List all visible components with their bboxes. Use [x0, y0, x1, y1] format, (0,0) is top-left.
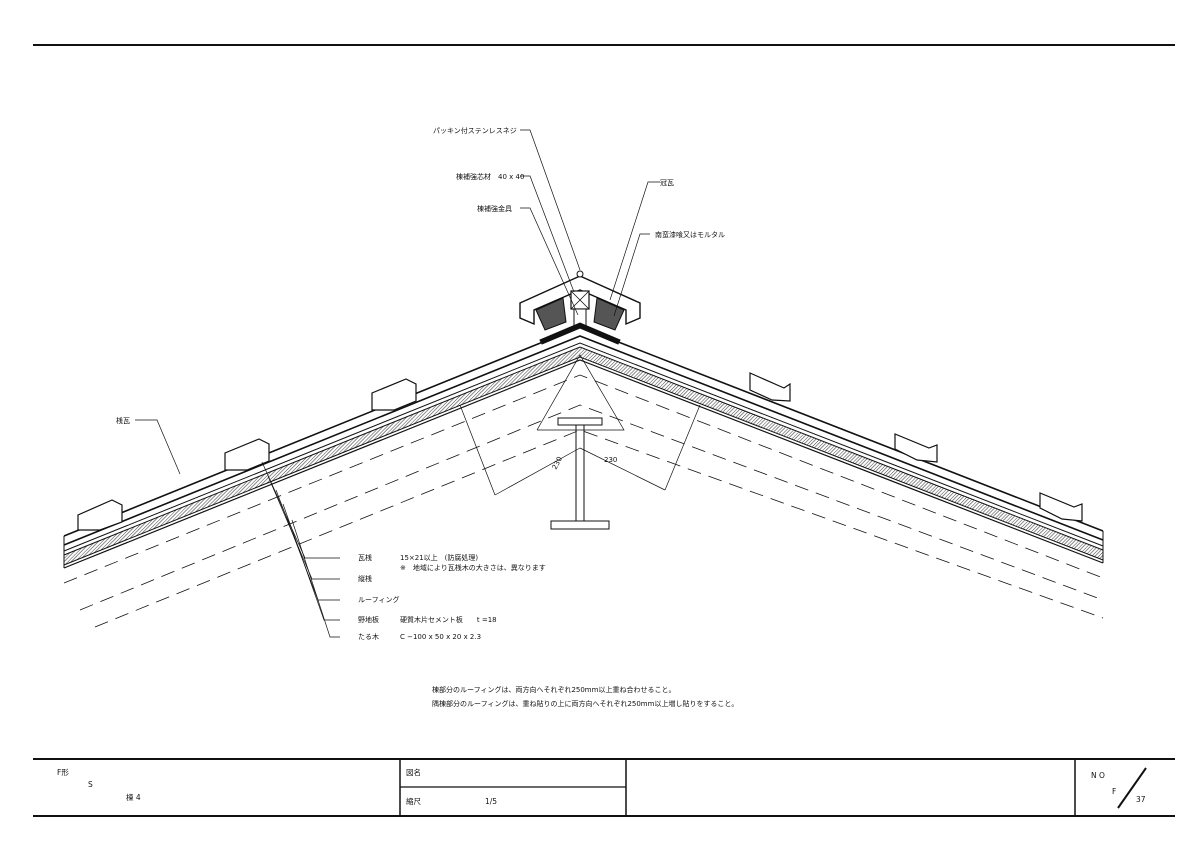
callout-reinforce-core-size: 40 x 40 — [498, 173, 524, 181]
rafter-support — [536, 354, 625, 431]
callout-crown-tile: 冠瓦 — [660, 179, 674, 187]
steel-section — [459, 354, 701, 530]
rafter-line-2 — [79, 404, 1104, 611]
ridge-batten — [539, 322, 621, 345]
legend-name-1: 縦桟 — [358, 574, 372, 583]
product-line-1: F形 — [57, 768, 69, 777]
scale-value: 1/5 — [485, 797, 497, 806]
crown-tile — [519, 275, 641, 326]
title-block — [33, 758, 1175, 817]
legend-spec-4: C −100 x 50 x 20 x 2.3 — [400, 633, 481, 641]
ibeam-bottom-flange — [550, 520, 610, 530]
tile-lap-left-3 — [371, 378, 417, 411]
callout-reinforce-core: 棟補強芯材 — [456, 172, 491, 181]
product-line-2: S — [88, 780, 93, 789]
dim-right-base — [579, 447, 666, 491]
callout-screw: パッキン付ステンレスネジ — [433, 126, 517, 135]
ibeam-web — [575, 424, 585, 522]
no-slash — [1117, 767, 1147, 809]
legend-note: ※ 地域により瓦桟木の大きさは、異なります — [400, 563, 546, 572]
dim-right-line — [664, 404, 701, 491]
series-letter: F — [1112, 787, 1116, 796]
dim-left-line — [459, 404, 496, 496]
sealant-left — [535, 297, 567, 331]
legend-name-4: たる木 — [358, 632, 379, 641]
legend-name-2: ルーフィング — [358, 595, 399, 604]
legend-spec-3: 硬質木片セメント板 t =18 — [400, 615, 497, 624]
stainless-screw-head — [576, 270, 584, 278]
legend-name-0: 瓦桟 — [358, 553, 372, 562]
material-legend: 瓦桟 15×21以上 (防腐処理) ※ 地域により瓦桟木の大きさは、異なります … — [358, 553, 546, 641]
tile-lap-left-1 — [77, 499, 123, 531]
sheathing-bottom — [63, 359, 1104, 569]
legend-name-3: 野地板 — [358, 615, 379, 624]
batten-line — [63, 342, 1104, 552]
sealant-right — [593, 297, 625, 331]
rafter-line-3 — [94, 429, 1104, 628]
ridge-assembly — [519, 270, 641, 345]
note-1: 棟部分のルーフィングは、両方向へそれぞれ250mm以上重ね合わせること。 — [432, 685, 675, 694]
tile-lap-right-1 — [749, 372, 791, 402]
drawing-number: 37 — [1136, 795, 1146, 804]
tile-line-bottom — [63, 335, 1104, 546]
drawing-name-label: 図名 — [406, 767, 421, 777]
dim-right-label: 230 — [604, 456, 617, 464]
tile-overlaps — [77, 372, 1083, 531]
rafter-line-1 — [63, 374, 1104, 584]
tile-lap-right-3 — [1039, 492, 1083, 522]
product-line-3: 棟 4 — [126, 792, 141, 802]
ibeam-top-flange — [557, 417, 603, 426]
callout-reinforce-metal: 棟補強金具 — [477, 204, 512, 213]
callout-ridge-tile: 桟瓦 — [116, 416, 130, 425]
tile-lap-right-2 — [894, 433, 938, 463]
callout-sealant: 南蛮漆喰又はモルタル — [655, 230, 725, 239]
legend-spec-0: 15×21以上 (防腐処理) — [400, 553, 478, 562]
scale-label: 縮尺 — [406, 796, 421, 806]
callout-leaders — [135, 129, 660, 638]
note-2: 隅棟部分のルーフィングは、重ね貼りの上に両方向へそれぞれ250mm以上増し貼りを… — [432, 699, 738, 708]
no-label: N O — [1091, 771, 1105, 780]
dim-left-base — [494, 447, 581, 496]
tile-lap-left-2 — [224, 438, 270, 471]
